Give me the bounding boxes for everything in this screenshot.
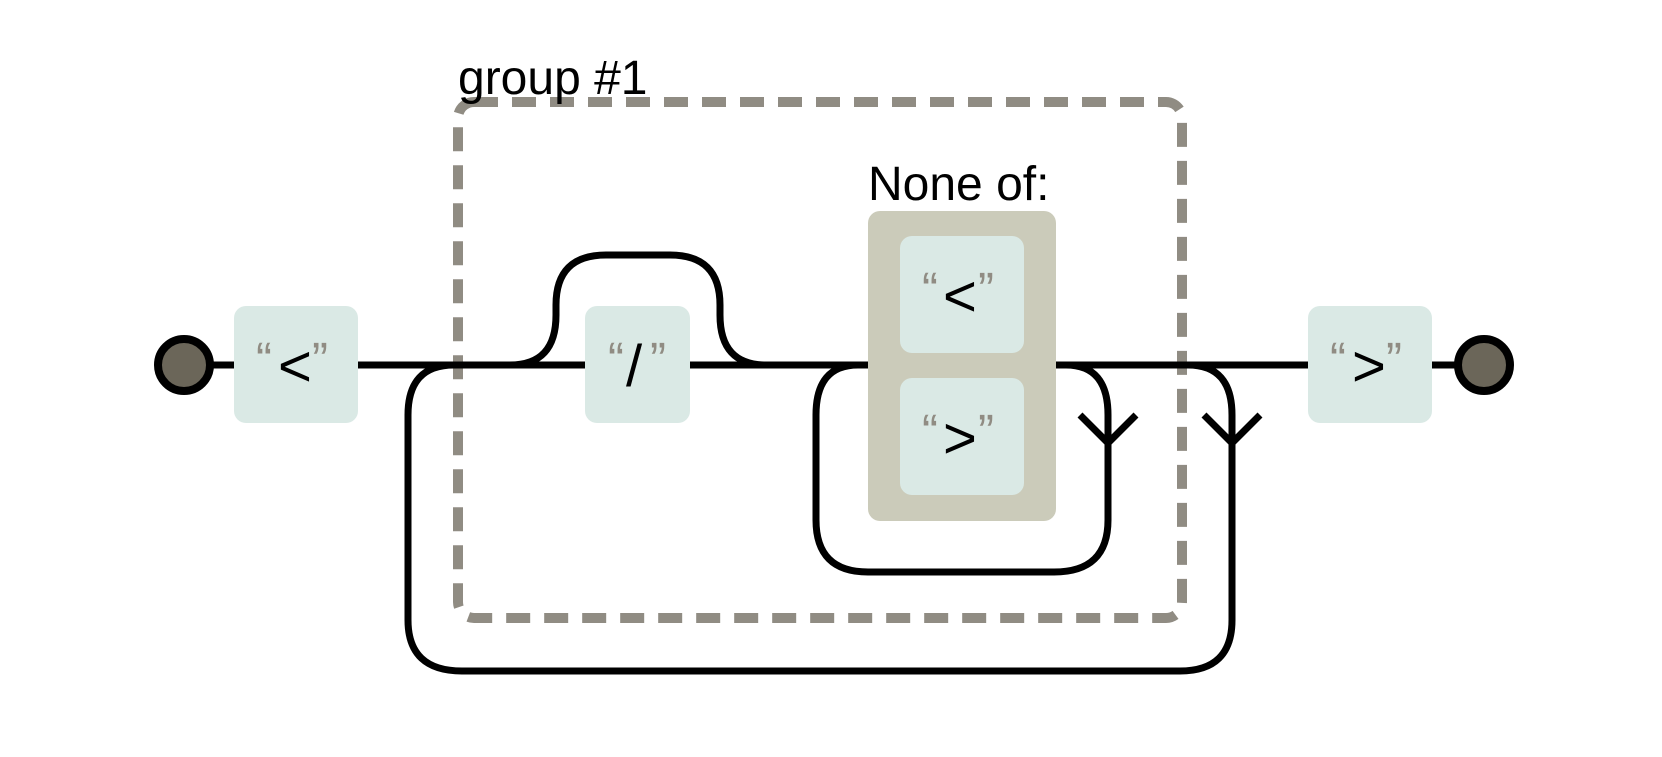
open-quote: “ <box>1330 334 1346 387</box>
start-terminal <box>154 335 214 395</box>
group-repeat-arrow <box>1201 412 1263 447</box>
group-1-label: group #1 <box>458 52 648 105</box>
set-repeat-arrow <box>1077 412 1139 447</box>
set-literal-lt: “ < ” <box>900 236 1024 353</box>
literal-value: > <box>943 406 977 471</box>
close-quote: ” <box>650 334 666 387</box>
close-quote: ” <box>978 264 994 317</box>
group-1-box <box>453 97 1187 623</box>
literal-value: < <box>278 334 312 399</box>
literal-open-angle: “ < ” <box>234 306 358 423</box>
open-quote: “ <box>922 406 938 459</box>
close-quote: ” <box>312 334 328 387</box>
set-repeat-loop <box>812 361 1112 576</box>
none-of-label: None of: <box>868 158 1049 211</box>
group-repeat-loop <box>404 361 1236 675</box>
open-quote: “ <box>256 334 272 387</box>
open-quote: “ <box>922 264 938 317</box>
literal-value: > <box>1352 334 1386 399</box>
close-quote: ” <box>978 406 994 459</box>
open-quote: “ <box>608 334 624 387</box>
literal-close-angle: “ > ” <box>1308 306 1432 423</box>
literal-value: < <box>943 264 977 329</box>
literal-value: / <box>626 334 643 399</box>
set-literal-gt: “ > ” <box>900 378 1024 495</box>
close-quote: ” <box>1386 334 1402 387</box>
end-terminal <box>1454 335 1514 395</box>
literal-slash: “ / ” <box>585 306 690 423</box>
optional-slash-path <box>509 251 767 369</box>
